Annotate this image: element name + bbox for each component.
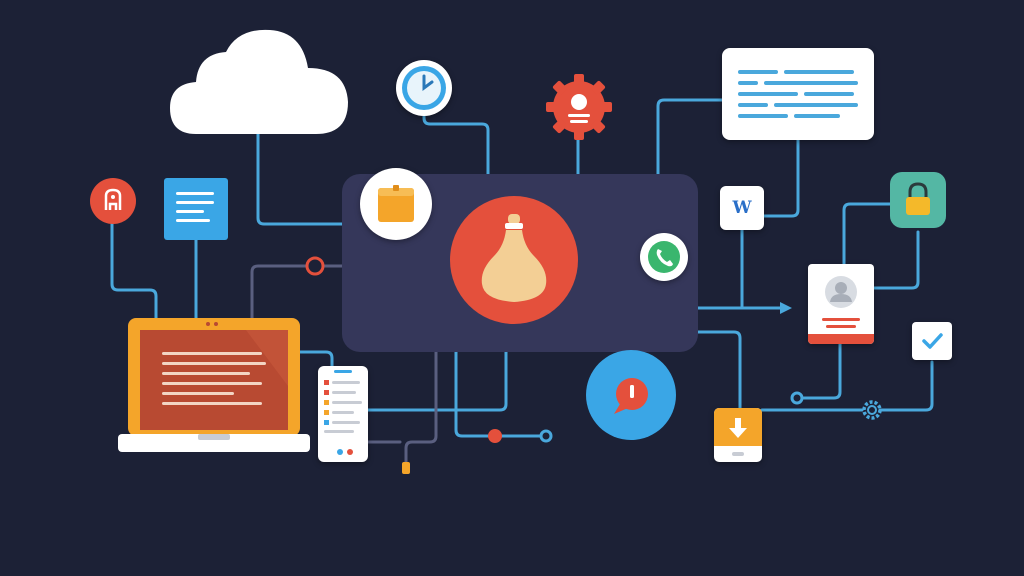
lock-icon: [906, 182, 930, 215]
connector-line: [422, 104, 490, 176]
connector-node: [488, 429, 502, 443]
cloud-icon: [170, 29, 348, 134]
phone-badge: [640, 233, 688, 281]
connector-line: [110, 220, 158, 322]
checkbox-card: [912, 322, 952, 360]
app-badge-icon: [104, 188, 122, 210]
connector-line: [842, 202, 894, 270]
connector-node: [539, 429, 553, 443]
word-app-icon: W: [732, 198, 752, 218]
connector-line: [298, 350, 334, 370]
connector-line: [762, 138, 800, 218]
connector-line: [696, 330, 742, 410]
connector-line: [454, 350, 490, 438]
document-icon: [164, 178, 228, 240]
alert-icon: [614, 378, 648, 414]
phone-icon: [648, 241, 680, 273]
word-app-card: W: [720, 186, 764, 230]
download-icon: [714, 408, 762, 456]
message-card-icon: [722, 48, 874, 140]
folder-icon: [378, 185, 414, 222]
connector-line: [250, 264, 308, 322]
lock-badge: [890, 172, 946, 228]
connector-line: [404, 350, 438, 464]
lightbulb-badge: [450, 196, 578, 324]
download-card: [714, 408, 762, 462]
small-gear-icon: [862, 400, 882, 420]
connector-line: [872, 230, 920, 290]
connector-line: [366, 350, 508, 412]
profile-card-icon: [808, 264, 874, 344]
clock-badge: [396, 60, 452, 116]
connector-node: [402, 462, 410, 474]
connector-line: [656, 98, 724, 238]
connector-node: [305, 256, 325, 276]
gear-icon: [546, 74, 612, 140]
folder-badge: [360, 168, 432, 240]
alert-badge: [586, 350, 676, 440]
connector-node: [790, 391, 804, 405]
app-badge: [90, 178, 136, 224]
phone-list-icon: [318, 366, 368, 462]
connector-line: [802, 342, 842, 400]
clock-icon: [402, 66, 446, 110]
arrow-head: [780, 302, 792, 314]
connector-line: [878, 360, 934, 412]
checkbox-icon: [922, 333, 943, 349]
laptop-icon: [118, 318, 310, 452]
connector-line: [256, 128, 344, 226]
lightbulb-icon: [481, 214, 547, 302]
